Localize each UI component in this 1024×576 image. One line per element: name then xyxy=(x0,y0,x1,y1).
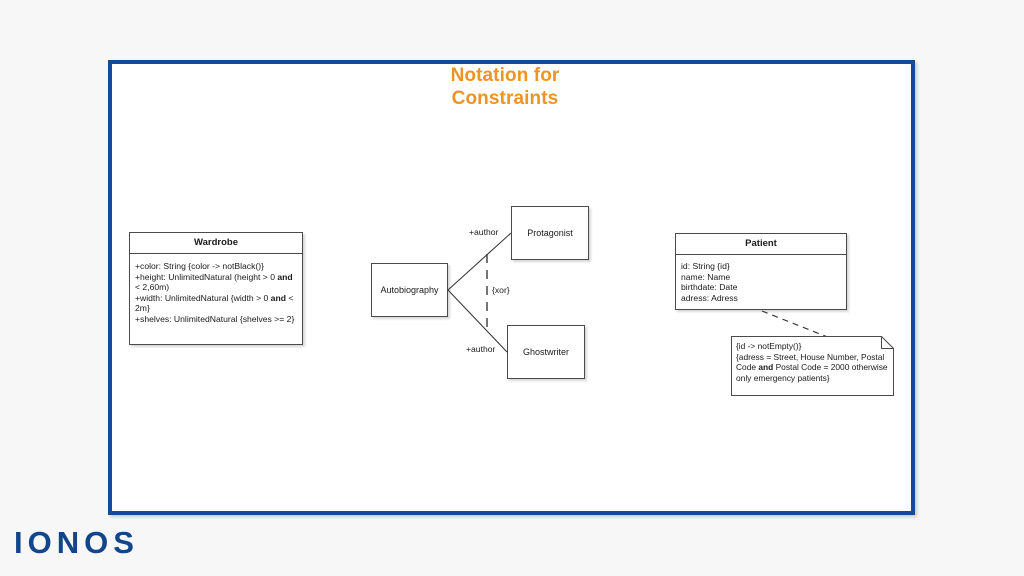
attribute-text-tail: < 2,60m) xyxy=(135,282,170,293)
attribute-row: +shelves: UnlimitedNatural {shelves >= 2… xyxy=(135,314,298,325)
edge-label-author-top: +author xyxy=(469,227,499,237)
edge-label-author-bottom: +author xyxy=(466,344,496,354)
uml-box-ghostwriter: Ghostwriter xyxy=(507,325,585,379)
page-title-line-1: Notation for xyxy=(450,65,560,86)
attribute-row: +width: UnlimitedNatural {width > 0 and … xyxy=(135,293,298,314)
attribute-text: +color: String {color -> notBlack()} xyxy=(135,261,264,271)
note-text: Code xyxy=(736,362,759,373)
note-line: only emergency patients} xyxy=(736,373,889,384)
note-line: {adress = Street, House Number, Postal xyxy=(736,352,889,363)
uml-class-wardrobe: Wardrobe +color: String {color -> notBla… xyxy=(129,232,303,345)
note-text: {adress = Street, House Number, Postal xyxy=(736,351,885,362)
attribute-row: birthdate: Date xyxy=(681,282,738,293)
edge-label-xor-constraint: {xor} xyxy=(492,285,510,295)
attribute-row: adress: Adress xyxy=(681,292,738,303)
attribute-text: +height: UnlimitedNatural (height > 0 xyxy=(135,271,278,282)
attribute-keyword: and xyxy=(277,271,293,282)
page-title: Notation for Constraints xyxy=(350,64,660,110)
uml-note-patient-constraints: {id -> notEmpty()} {adress = Street, Hou… xyxy=(731,336,894,396)
attribute-row: id: String {id} xyxy=(681,261,730,271)
attribute-text: +shelves: UnlimitedNatural {shelves >= 2… xyxy=(135,313,295,324)
note-shape-icon xyxy=(731,336,894,396)
note-line: {id -> notEmpty()} xyxy=(736,341,889,352)
note-text-tail: Postal Code = 2000 otherwise xyxy=(773,362,888,373)
uml-box-protagonist-label: Protagonist xyxy=(527,228,573,238)
uml-box-autobiography-label: Autobiography xyxy=(380,285,439,295)
uml-class-wardrobe-name: Wardrobe xyxy=(130,233,302,254)
attribute-row: +height: UnlimitedNatural (height > 0 an… xyxy=(135,272,298,293)
ionos-logo: IONOS xyxy=(14,525,139,560)
uml-box-ghostwriter-label: Ghostwriter xyxy=(522,347,569,357)
note-line: Code and Postal Code = 2000 otherwise xyxy=(736,362,889,373)
attribute-row: +color: String {color -> notBlack()} xyxy=(135,261,298,272)
attribute-keyword: and xyxy=(270,292,286,303)
attribute-row: name: Name xyxy=(681,271,731,282)
attribute-text-tail: < 2m} xyxy=(135,292,294,314)
uml-box-autobiography: Autobiography xyxy=(371,263,448,317)
uml-class-wardrobe-attributes: +color: String {color -> notBlack()} +he… xyxy=(130,254,302,331)
uml-box-protagonist: Protagonist xyxy=(511,206,589,260)
note-text: {id -> notEmpty()} xyxy=(736,341,802,351)
note-keyword: and xyxy=(758,362,774,373)
uml-class-patient-name: Patient xyxy=(676,234,846,255)
page-title-line-2: Constraints xyxy=(451,88,559,109)
uml-class-patient-attributes: id: String {id} name: Name birthdate: Da… xyxy=(676,255,846,309)
uml-note-text: {id -> notEmpty()} {adress = Street, Hou… xyxy=(736,341,889,383)
note-text: only emergency patients} xyxy=(736,372,830,383)
uml-class-patient: Patient id: String {id} name: Name birth… xyxy=(675,233,847,310)
attribute-text: +width: UnlimitedNatural {width > 0 xyxy=(135,292,271,303)
